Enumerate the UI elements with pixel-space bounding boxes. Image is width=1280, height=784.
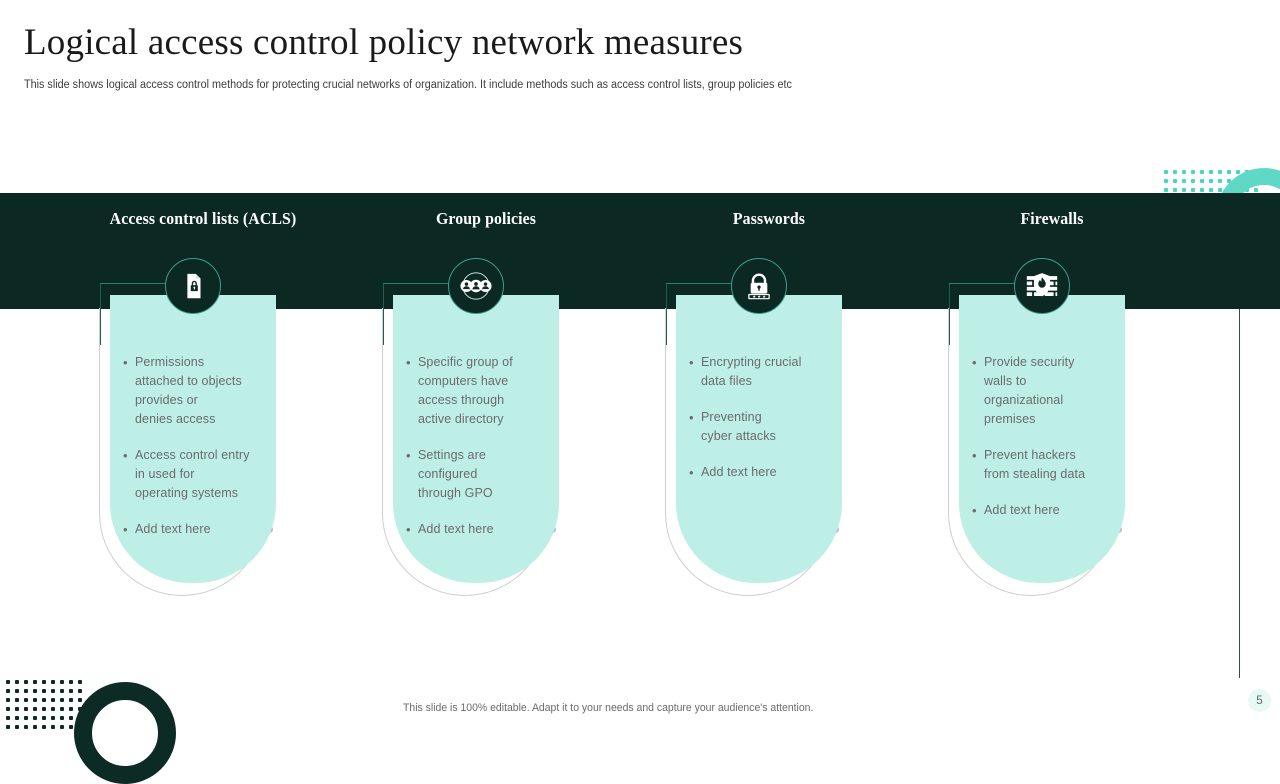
page-title: Logical access control policy network me… [24,22,744,63]
document-lock-icon [165,258,221,314]
column-access-control-lists[interactable]: • Permissions attached to objects provid… [60,250,346,600]
column-heading-access-control-lists: Access control lists (ACLS) [109,209,297,228]
firewall-flame-icon [1014,258,1070,314]
bullet-marker: • [123,522,128,537]
bullet-text: Prevent hackers from stealing data [984,448,1086,481]
bullet-marker: • [972,503,977,518]
connector-horizontal [949,283,1056,284]
page-subtitle: This slide shows logical access control … [24,79,792,91]
list-item: • Provide security walls to organization… [972,353,1122,429]
bullet-marker: • [972,448,977,463]
connector-horizontal [666,283,773,284]
bullet-text: Access control entry in used for operati… [135,448,250,500]
bullet-list: • Provide security walls to organization… [972,353,1122,537]
svg-text:★: ★ [757,294,761,299]
bullet-text: Add text here [418,522,494,536]
card-body: • Specific group of computers have acces… [393,295,559,583]
column-heading-group-policies: Group policies [435,209,537,228]
page-number: 5 [1248,689,1271,712]
bullet-marker: • [689,465,694,480]
right-edge-rule [1239,309,1240,678]
list-item: • Add text here [123,520,273,539]
column-group-policies[interactable]: • Specific group of computers have acces… [343,250,629,600]
column-heading-firewalls: Firewalls [1020,209,1084,228]
bullet-text: Specific group of computers have access … [418,355,513,426]
card-body: • Provide security walls to organization… [959,295,1125,583]
padlock-password-icon: ★ ★ ★ [731,258,787,314]
bullet-marker: • [406,355,411,370]
bullet-text: Settings are configured through GPO [418,448,493,500]
document-lock-icon-glyph [187,273,201,299]
bullet-marker: • [406,448,411,463]
bullet-marker: • [406,522,411,537]
list-item: • Settings are configured through GPO [406,446,556,503]
bullet-text: Provide security walls to organizational… [984,355,1075,426]
bullet-marker: • [123,355,128,370]
user-group-icon-glyph [460,272,492,300]
bullet-marker: • [689,410,694,425]
bullet-marker: • [123,448,128,463]
column-passwords[interactable]: • Encrypting crucial data files • Preven… [626,250,912,600]
svg-text:★: ★ [762,294,766,299]
list-item: • Encrypting crucial data files [689,353,839,391]
footer-note: This slide is 100% editable. Adapt it to… [403,702,814,714]
bullet-text: Add text here [984,503,1060,517]
connector-horizontal [383,283,490,284]
bullet-text: Permissions attached to objects provides… [135,355,242,426]
list-item: • Permissions attached to objects provid… [123,353,273,429]
bullet-text: Add text here [135,522,211,536]
bullet-marker: • [972,355,977,370]
list-item: • Specific group of computers have acces… [406,353,556,429]
bullet-list: • Specific group of computers have acces… [406,353,556,556]
firewall-flame-icon-glyph [1026,273,1058,297]
list-item: • Access control entry in used for opera… [123,446,273,503]
slide-canvas: Logical access control policy network me… [0,22,1280,784]
column-heading-passwords: Passwords [732,209,806,228]
card-body: • Permissions attached to objects provid… [110,295,276,583]
list-item: • Add text here [689,463,839,482]
bullet-text: Encrypting crucial data files [701,355,802,388]
bullet-list: • Permissions attached to objects provid… [123,353,273,556]
card-body: • Encrypting crucial data files • Preven… [676,295,842,583]
padlock-password-icon-glyph: ★ ★ ★ [748,273,770,300]
column-firewalls[interactable]: • Provide security walls to organization… [909,250,1195,600]
bullet-marker: • [689,355,694,370]
list-item: • Add text here [406,520,556,539]
bullet-text: Add text here [701,465,777,479]
user-group-icon [448,258,504,314]
svg-text:★: ★ [752,294,756,299]
list-item: • Preventing cyber attacks [689,408,839,446]
connector-horizontal [100,283,207,284]
ring-decoration-bottom-left [74,682,176,784]
bullet-text: Preventing cyber attacks [701,410,776,443]
list-item: • Add text here [972,501,1122,520]
bullet-list: • Encrypting crucial data files • Preven… [689,353,839,499]
list-item: • Prevent hackers from stealing data [972,446,1122,484]
